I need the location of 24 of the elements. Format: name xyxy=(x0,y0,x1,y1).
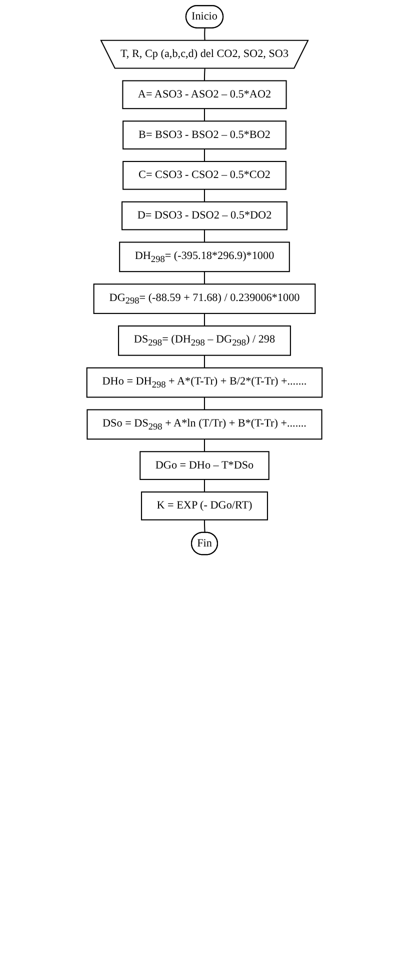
node-box: DG$_{298}$= (-88.59 + 71.68) / 0.239006*1000 xyxy=(93,284,316,314)
connector xyxy=(204,272,206,284)
node-box: DSo = DS$_{298}$ + A*ln (T/Tr) + B*(T-Tr) +....... xyxy=(86,409,322,440)
node-box: D= DSO3 - DSO2 – 0.5*DO2 xyxy=(122,201,288,230)
connector xyxy=(204,148,206,162)
node-box: DS$_{298}$= (DH$_{298}$ – DG$_{298}$) / 298 xyxy=(118,325,291,356)
connector xyxy=(204,479,206,492)
node-box: DH$_{298}$= (-395.18*296.9)*1000 xyxy=(119,242,290,272)
connector xyxy=(204,355,206,368)
connector xyxy=(204,230,206,242)
connector xyxy=(204,439,206,452)
node-box: DGo = DHo – T*DSo xyxy=(140,451,270,480)
connector xyxy=(204,397,206,410)
connector xyxy=(204,108,206,122)
node-box: A= ASO3 - ASO2 – 0.5*AO2 xyxy=(122,80,287,110)
connector xyxy=(204,520,206,533)
node-box: DHo = DH$_{298}$ + A*(T-Tr) + B/2*(T-Tr) +....... xyxy=(86,367,323,398)
connector xyxy=(204,189,206,202)
connector xyxy=(204,313,206,326)
node-box: B= BSO3 - BSO2 – 0.5*BO2 xyxy=(122,120,286,150)
connector xyxy=(204,68,206,81)
node-box: K = EXP (- DGo/RT) xyxy=(140,491,268,520)
node-box: C= CSO3 - CSO2 – 0.5*CO2 xyxy=(122,160,286,190)
connector xyxy=(204,28,206,41)
